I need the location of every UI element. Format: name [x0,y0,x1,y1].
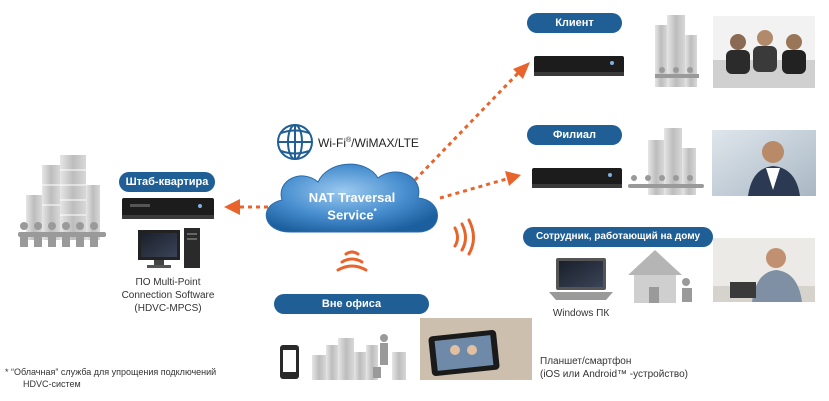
cloud-line-1: NAT Traversal [308,190,396,205]
arrow-heads [224,62,530,215]
arrow-head-client [513,62,530,79]
hq-pc-icon [138,228,200,268]
cloud-service-text: NAT Traversal Service* [292,191,412,222]
wireless-networks-text: Wi-Fi®/WiMAX/LTE [318,134,419,150]
hq-software-line-3: (HDVC-MPCS) [134,303,202,314]
client-label: Клиент [527,13,622,33]
home-worker-label: Сотрудник, работающий на дому [523,227,713,247]
hq-software-text: ПО Multi-Point Connection Software (HDVC… [118,276,218,315]
wifi-text: Wi-Fi [318,136,346,150]
wave-icon-bottom [336,250,368,272]
arrow-to-client [413,68,523,182]
cloud-line-2: Service [327,207,374,223]
mobile-line-1: Планшет/смартфон [540,356,632,367]
smartphone-icon [280,345,299,379]
house-icon [628,250,692,303]
arrow-head-hq [224,199,240,215]
tablet-photo [420,318,532,380]
hq-software-line-1: ПО Multi-Point [135,277,201,288]
cloud-footnote-mark: * [373,207,377,216]
windows-pc-text: Windows ПК [552,308,610,319]
outside-office-label: Вне офиса [274,294,429,314]
branch-label: Филиал [527,125,622,145]
windows-laptop-icon [549,258,613,300]
wave-icon-right [453,218,475,256]
home-worker-photo [713,238,815,302]
hq-software-line-2: Connection Software [121,290,215,301]
mobile-devices-text: Планшет/смартфон (iOS или Android™ -устр… [540,355,688,381]
client-building-icon [655,15,699,87]
hq-audience-icon [18,222,106,247]
branch-person-photo [712,130,816,196]
wimax-lte-text: /WiMAX/LTE [351,136,419,150]
arrow-to-branch [439,176,511,200]
cloud-icon [265,163,438,233]
mobile-line-2: (iOS или Android™ -устройство) [540,369,688,380]
hq-label: Штаб-квартира [119,172,215,192]
globe-icon [277,124,313,160]
footnote-line-1: * “Облачная” служба для упрощения подклю… [5,367,217,377]
client-codec-device [534,56,624,76]
branch-building-icon [628,128,704,195]
footnote-line-2: HDVC-систем [23,379,81,389]
branch-codec-device [532,168,622,188]
arrow-head-branch [505,171,521,186]
hq-codec-device [122,198,214,219]
client-meeting-photo [713,16,815,88]
footnote: * “Облачная” служба для упрощения подклю… [5,366,216,390]
city-traveler-icon [312,334,406,380]
registered-mark: ® [345,137,352,144]
